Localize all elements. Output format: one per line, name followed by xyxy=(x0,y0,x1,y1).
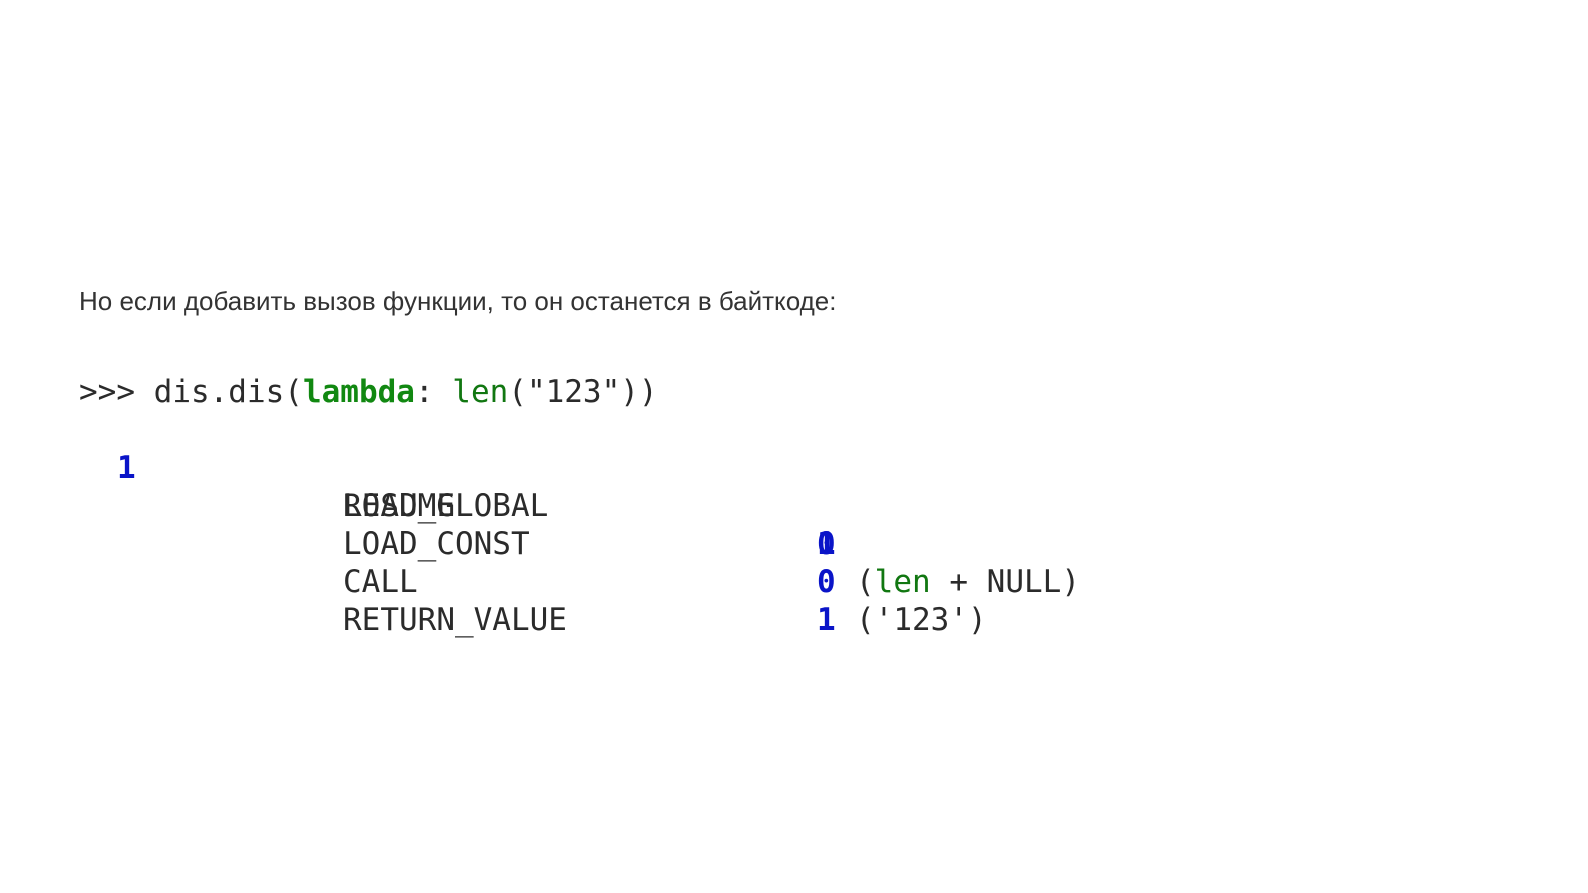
len-builtin: len xyxy=(452,374,509,410)
opname: LOAD_CONST xyxy=(343,526,530,562)
opname: LOAD_GLOBAL xyxy=(343,488,549,524)
argrepr-rest: + NULL) xyxy=(930,564,1080,600)
opname: RETURN_VALUE xyxy=(343,602,567,638)
disassembly-row: CALL 1 xyxy=(79,525,836,638)
argrepr: (len + NULL) xyxy=(856,563,1080,601)
slide-caption: Но если добавить вызов функции, то он ос… xyxy=(79,286,837,316)
opname: RESUME xyxy=(343,488,455,524)
disassembly-row: RETURN_VALUE xyxy=(79,563,567,638)
source-line-number: 1 xyxy=(117,450,136,486)
disassembly-row: LOAD_GLOBAL 1 (len + NULL) xyxy=(79,449,1080,600)
code-block: >>> dis.dis(lambda: len("123")) 1 RESUME… xyxy=(79,0,1080,638)
argrepr: ('123') xyxy=(856,602,987,638)
lambda-keyword: lambda xyxy=(302,374,415,410)
oparg: 1 xyxy=(817,602,836,638)
oparg: 1 xyxy=(817,526,836,562)
prompt-colon: : xyxy=(414,374,453,410)
oparg: 0 xyxy=(817,564,836,600)
argrepr-len-builtin: len xyxy=(874,564,931,600)
prompt-line: >>> dis.dis(lambda: len("123")) xyxy=(79,373,658,411)
argrepr-open: ( xyxy=(856,564,875,600)
disassembly-row: 1 RESUME 0 xyxy=(79,411,836,562)
disassembly-row: LOAD_CONST 0 ('123') xyxy=(79,487,987,638)
oparg: 0 xyxy=(817,526,836,562)
opname: CALL xyxy=(343,564,418,600)
prompt-prefix: >>> dis.dis( xyxy=(79,374,303,410)
prompt-call-args: ("123")) xyxy=(508,374,658,410)
